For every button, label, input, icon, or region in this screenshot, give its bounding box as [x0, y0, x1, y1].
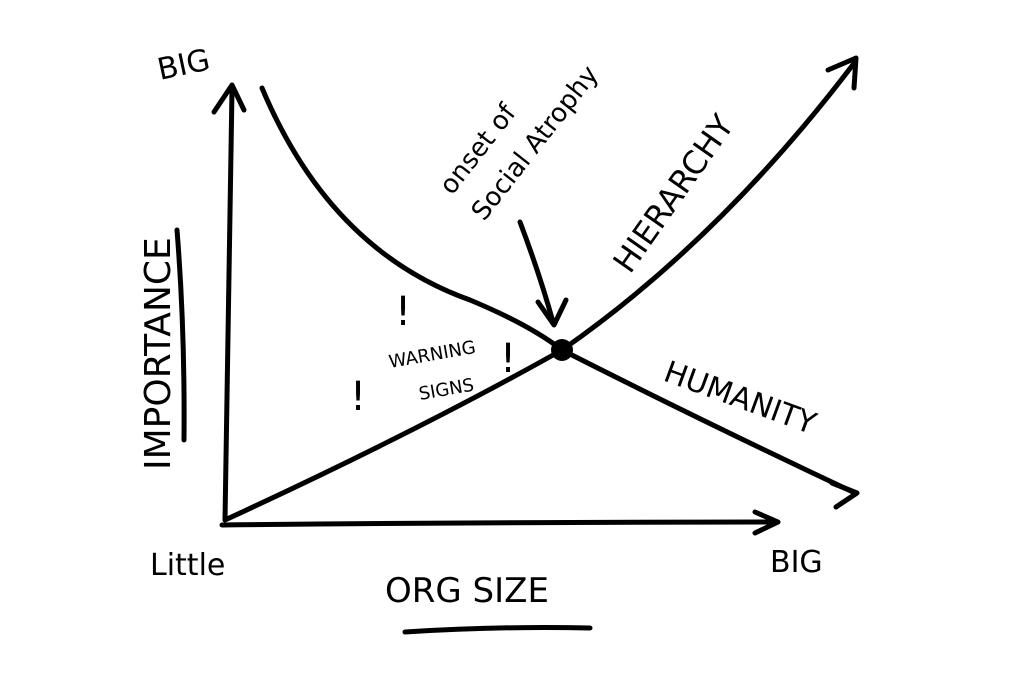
warning-exclamation: !: [350, 374, 366, 420]
origin-label: Little: [150, 548, 225, 583]
y-label-underline: [174, 227, 187, 443]
x-axis: [219, 519, 778, 528]
humanity-curve: [259, 85, 858, 496]
humanity-label: HUMANITY: [659, 355, 821, 442]
humanity-arrowhead: [829, 480, 860, 510]
y-axis-arrowhead: [211, 82, 247, 115]
warning-exclamation: !: [395, 289, 411, 335]
warning-label: WARNING: [387, 337, 477, 373]
hierarchy-arrowhead: [825, 55, 859, 91]
crossover-point: [551, 339, 573, 361]
onset-arrowhead: [535, 297, 569, 328]
y-axis-top-label: BIG: [154, 43, 213, 88]
y-axis-label: IMPORTANCE: [138, 237, 179, 470]
x-axis-label: ORG SIZE: [385, 571, 549, 611]
onset-arrow: [517, 219, 556, 325]
x-axis-right-label: BIG: [770, 545, 823, 580]
x-axis-arrowhead: [752, 509, 781, 536]
warning-exclamation: !: [500, 336, 516, 382]
x-label-underline: [402, 625, 593, 635]
hierarchy-label: HIERARCHY: [605, 107, 741, 279]
y-axis: [222, 87, 235, 523]
